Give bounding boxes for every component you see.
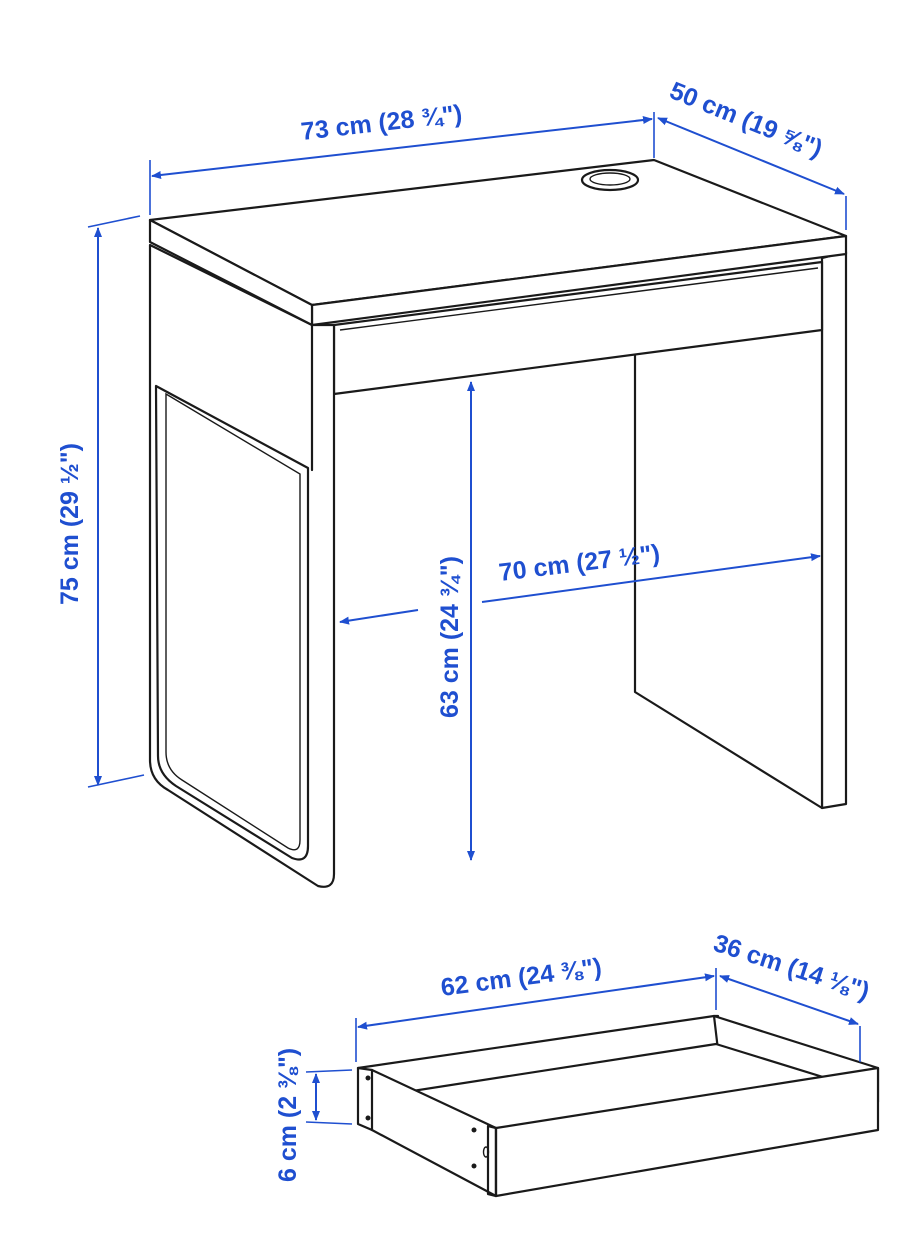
desk-inner-right-panel [633, 318, 824, 810]
screw-hole [365, 1075, 371, 1081]
desk-right-leg [820, 250, 848, 810]
screw-hole [471, 1163, 477, 1169]
desk-width-label: 73 cm (28 ¾") [300, 100, 464, 146]
drawer-depth-dimension-line [719, 975, 859, 1025]
desk-tabletop-left-edge [148, 218, 314, 327]
screw-hole [471, 1127, 477, 1133]
drawer-drawing [356, 1014, 880, 1198]
drawer-depth-label: 36 cm (14 ⅛") [710, 929, 873, 1006]
desk-depth-label: 50 cm (19 ⅝") [666, 77, 827, 164]
desk-height-label: 75 cm (29 ½") [56, 443, 84, 605]
drawer-height-label: 6 cm (2 ⅜") [274, 1048, 302, 1182]
desk-depth-dimension-line [657, 117, 845, 195]
desk-left-leg-frame [148, 243, 336, 888]
leg-clearance-label: 63 cm (24 ¾") [436, 556, 464, 718]
screw-hole [365, 1115, 371, 1121]
drawer-width-dimension-line [357, 973, 715, 1030]
inner-width-dimension-line [339, 609, 419, 625]
desk-width-dimension-line [151, 116, 653, 179]
desk-drawing [148, 158, 848, 888]
